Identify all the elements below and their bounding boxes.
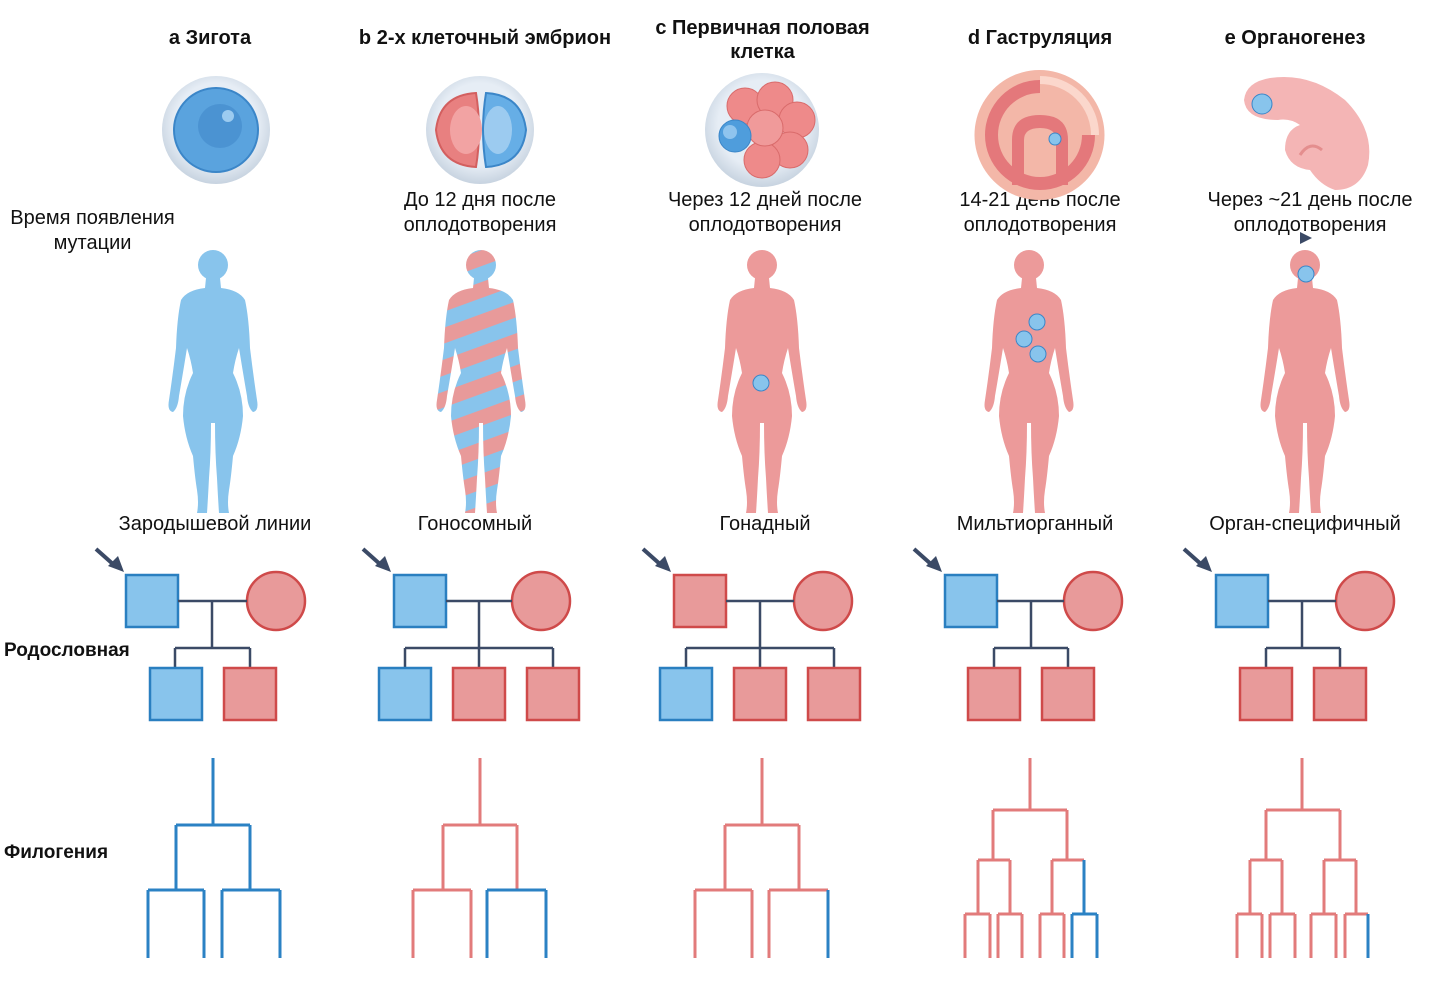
mother-circle	[1334, 570, 1396, 632]
stage-b-title: b 2-х клеточный эмбрион	[358, 27, 612, 49]
child-1	[658, 666, 714, 722]
morula-icon	[705, 73, 819, 187]
phylogeny-b	[411, 758, 548, 958]
father-square	[943, 573, 999, 629]
phylogeny-a	[146, 758, 282, 958]
father-square	[672, 573, 728, 629]
phylogeny-row-label: Филогения	[4, 842, 109, 863]
phylogeny-d	[963, 758, 1099, 958]
stage-c-title-line1: c Первичная половая	[655, 17, 870, 39]
child-2	[732, 666, 788, 722]
proband-arrow	[361, 547, 383, 567]
mother-circle	[1062, 570, 1124, 632]
stage-e-time-line2: оплодотворения	[1233, 214, 1387, 236]
proband-arrow	[1182, 547, 1204, 567]
stage-d-time: 14-21 день после оплодотворения	[920, 188, 1160, 238]
stage-c-time: Через 12 дней после оплодотворения	[640, 188, 890, 238]
stage-b-time: До 12 дня после оплодотворения	[360, 188, 600, 238]
zygote-icon	[162, 76, 270, 184]
phylogeny-e	[1235, 758, 1370, 958]
stage-e-time-line1: Через ~21 день после	[1207, 189, 1413, 211]
child-1	[1238, 666, 1294, 722]
pedigree-e	[1182, 547, 1396, 722]
stage-d-time-line2: оплодотворения	[963, 214, 1117, 236]
body-figure-a	[168, 250, 258, 513]
father-square	[1214, 573, 1270, 629]
stage-d-time-line1: 14-21 день после	[959, 189, 1121, 211]
child-2	[1040, 666, 1096, 722]
mutant-cell-organ-1	[1028, 313, 1046, 331]
child-2	[451, 666, 507, 722]
father-square	[124, 573, 180, 629]
proband-arrow	[94, 547, 116, 567]
proband-arrow	[641, 547, 663, 567]
two-cell-embryo-icon	[426, 76, 534, 184]
mutation-time-axis-label: Время появления мутации	[0, 206, 185, 256]
mutant-cell-organ-3	[1029, 345, 1047, 363]
father-square	[392, 573, 448, 629]
stage-b-type: Гоносомный	[417, 513, 533, 535]
mother-circle	[792, 570, 854, 632]
stage-e-time: Через ~21 день после оплодотворения	[1180, 188, 1429, 238]
pedigree-b	[361, 547, 581, 722]
stage-e-type: Орган-специфичный	[1209, 513, 1401, 535]
axis-label-line2: мутации	[53, 232, 132, 254]
stage-c-title-line2: клетка	[730, 41, 795, 63]
body-figure-e	[1260, 250, 1350, 513]
body-figure-d	[984, 250, 1074, 513]
stage-c-title: c Первичная половая клетка	[630, 16, 895, 64]
child-1	[377, 666, 433, 722]
stage-c-time-line1: Через 12 дней после	[667, 189, 863, 211]
stage-b-time-line2: оплодотворения	[403, 214, 557, 236]
mother-circle	[245, 570, 307, 632]
child-3	[525, 666, 581, 722]
stage-c-type: Гонадный	[719, 513, 811, 535]
proband-arrow	[912, 547, 934, 567]
mutant-cell-gonad	[752, 374, 770, 392]
stage-b-time-line1: До 12 дня после	[403, 189, 557, 211]
child-2	[1312, 666, 1368, 722]
stage-a-title: a Зигота	[168, 27, 252, 49]
mutant-cell-brain	[1297, 265, 1315, 283]
mutant-cell-organ-2	[1015, 330, 1033, 348]
stage-d-title: d Гаструляция	[967, 27, 1113, 49]
child-3	[806, 666, 862, 722]
pedigree-d	[912, 547, 1124, 722]
child-1	[148, 666, 204, 722]
stage-a-type: Зародышевой линии	[118, 513, 312, 535]
child-2	[222, 666, 278, 722]
pedigree-row-label: Родословная	[4, 640, 130, 661]
gastrula-icon	[974, 70, 1105, 200]
axis-label-line1: Время появления	[10, 207, 175, 229]
mother-circle	[510, 570, 572, 632]
stage-e-title: e Органогенез	[1224, 27, 1366, 49]
fetus-icon	[1244, 76, 1370, 190]
stage-d-type: Мильтиорганный	[956, 513, 1114, 535]
phylogeny-c	[693, 758, 830, 958]
pedigree-c	[641, 547, 862, 722]
body-figure-b	[436, 250, 526, 513]
stage-c-time-line2: оплодотворения	[688, 214, 842, 236]
pedigree-a	[94, 547, 307, 722]
time-axis-arrowhead	[1300, 232, 1312, 244]
child-1	[966, 666, 1022, 722]
